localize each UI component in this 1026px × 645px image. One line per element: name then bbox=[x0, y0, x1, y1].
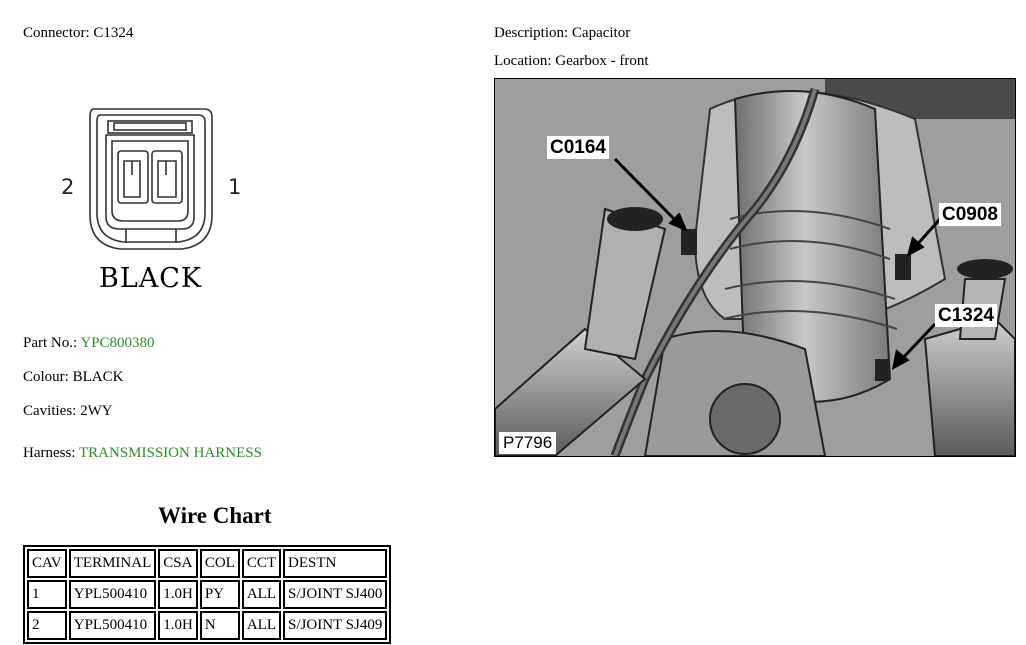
cell-csa: 1.0H bbox=[158, 580, 198, 609]
location-label: Location: bbox=[494, 53, 552, 69]
part-number-label: Part No.: bbox=[23, 335, 78, 351]
pin-1-number: 1 bbox=[228, 175, 242, 199]
cavities-value: 2WY bbox=[80, 403, 113, 419]
cell-cav: 1 bbox=[27, 580, 67, 609]
cell-terminal: YPL500410 bbox=[68, 611, 157, 640]
callout-c1324: C1324 bbox=[935, 304, 997, 327]
harness-link[interactable]: TRANSMISSION HARNESS bbox=[78, 445, 262, 461]
wire-chart-table: CAV TERMINAL CSA COL CCT DESTN 1 YPL5004… bbox=[23, 545, 392, 644]
cavities-line: Cavities: 2WY bbox=[23, 402, 113, 420]
header-cav: CAV bbox=[27, 549, 67, 578]
connector-id: C1324 bbox=[93, 25, 134, 41]
location-value: Gearbox - front bbox=[555, 53, 649, 69]
cavities-label: Cavities: bbox=[23, 403, 77, 419]
table-row: 1 YPL500410 1.0H PY ALL S/JOINT SJ400 bbox=[27, 580, 388, 609]
connector-face-diagram bbox=[89, 108, 213, 250]
header-cct: CCT bbox=[241, 549, 282, 578]
table-row: 2 YPL500410 1.0H N ALL S/JOINT SJ409 bbox=[27, 611, 388, 640]
gearbox-illustration bbox=[495, 79, 1015, 456]
header-destn: DESTN bbox=[283, 549, 388, 578]
connector-colour-label: BLACK bbox=[99, 263, 203, 294]
colour-value: BLACK bbox=[72, 369, 124, 385]
header-col: COL bbox=[199, 549, 240, 578]
pin-2-number: 2 bbox=[61, 175, 75, 199]
cell-terminal: YPL500410 bbox=[68, 580, 157, 609]
cell-cct: ALL bbox=[241, 611, 282, 640]
part-number-link[interactable]: YPC800380 bbox=[80, 335, 155, 351]
connector-line: Connector: C1324 bbox=[23, 24, 133, 42]
figure-id: P7796 bbox=[499, 432, 557, 454]
location-line: Location: Gearbox - front bbox=[494, 52, 649, 70]
description-value: Capacitor bbox=[571, 25, 631, 41]
cell-destn: S/JOINT SJ409 bbox=[283, 611, 388, 640]
cell-csa: 1.0H bbox=[158, 611, 198, 640]
colour-label: Colour: bbox=[23, 369, 69, 385]
header-terminal: TERMINAL bbox=[68, 549, 157, 578]
cell-destn: S/JOINT SJ400 bbox=[283, 580, 388, 609]
harness-line: Harness: TRANSMISSION HARNESS bbox=[23, 444, 262, 462]
cell-col: PY bbox=[199, 580, 240, 609]
wire-chart-header-row: CAV TERMINAL CSA COL CCT DESTN bbox=[27, 549, 388, 578]
colour-line: Colour: BLACK bbox=[23, 368, 123, 386]
part-number-line: Part No.: YPC800380 bbox=[23, 334, 155, 352]
location-photo: C0164 C0908 C1324 P7796 bbox=[494, 78, 1016, 457]
harness-label: Harness: bbox=[23, 445, 76, 461]
callout-c0164: C0164 bbox=[547, 136, 609, 159]
callout-c0908: C0908 bbox=[939, 203, 1001, 226]
cell-col: N bbox=[199, 611, 240, 640]
cell-cct: ALL bbox=[241, 580, 282, 609]
wire-chart-title: Wire Chart bbox=[158, 503, 272, 528]
cell-cav: 2 bbox=[27, 611, 67, 640]
header-csa: CSA bbox=[158, 549, 198, 578]
description-label: Description: bbox=[494, 25, 569, 41]
connector-label: Connector: bbox=[23, 25, 90, 41]
description-line: Description: Capacitor bbox=[494, 24, 630, 42]
